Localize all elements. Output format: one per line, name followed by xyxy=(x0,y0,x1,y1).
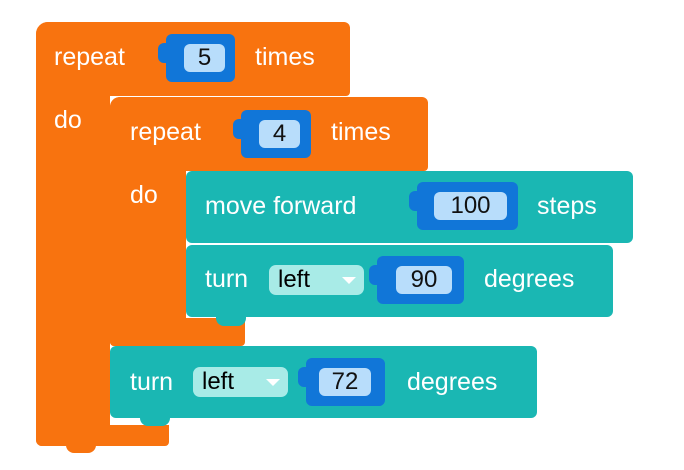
turn-outer-degrees-plug xyxy=(298,367,307,387)
dropdown-arrow-icon xyxy=(342,277,356,284)
inner-repeat-count-plug xyxy=(233,119,242,139)
outer-repeat-tab xyxy=(66,440,96,453)
turn-outer-label: turn xyxy=(130,368,174,396)
turn-outer-degrees-label: degrees xyxy=(407,368,498,396)
turn-left-block-outer[interactable]: turn left 72 degrees xyxy=(110,346,537,418)
turn-outer-bottom-tab xyxy=(140,414,170,426)
turn-inner-degrees-label: degrees xyxy=(484,265,575,293)
turn-inner-degrees-block[interactable]: 90 xyxy=(369,256,464,304)
inner-repeat-spine[interactable] xyxy=(110,97,186,346)
inner-repeat-count-block[interactable]: 4 xyxy=(233,110,311,158)
turn-inner-degrees-plug xyxy=(369,265,378,285)
turn-inner-degrees-field[interactable]: 90 xyxy=(396,266,452,294)
outer-repeat-bottom-bar[interactable] xyxy=(36,425,169,446)
move-forward-steps-label: steps xyxy=(537,192,597,220)
outer-repeat-do-label: do xyxy=(54,106,82,134)
turn-inner-direction-dropdown[interactable]: left xyxy=(269,265,364,295)
outer-repeat-spine[interactable] xyxy=(36,22,110,446)
outer-repeat-count-plug xyxy=(158,43,167,63)
outer-repeat-label: repeat xyxy=(54,43,125,71)
inner-repeat-do-label: do xyxy=(130,181,158,209)
inner-repeat-times-label: times xyxy=(331,118,391,146)
turn-outer-direction-value: left xyxy=(202,368,235,395)
move-forward-steps-field[interactable]: 100 xyxy=(434,192,507,220)
outer-repeat-count-block[interactable]: 5 xyxy=(158,34,235,82)
turn-outer-direction-dropdown[interactable]: left xyxy=(193,367,288,397)
dropdown-arrow-icon xyxy=(266,379,280,386)
outer-repeat-times-label: times xyxy=(255,43,315,71)
outer-repeat-count-field[interactable]: 5 xyxy=(184,44,225,72)
turn-inner-label: turn xyxy=(205,265,249,293)
turn-left-block-inner[interactable]: turn left 90 degrees xyxy=(186,245,613,317)
inner-repeat-label: repeat xyxy=(130,118,201,146)
move-forward-steps-block[interactable]: 100 xyxy=(409,182,518,230)
turn-outer-degrees-block[interactable]: 72 xyxy=(298,358,385,406)
move-forward-block[interactable]: move forward 100 steps xyxy=(186,171,633,243)
turn-inner-bottom-tab xyxy=(216,314,246,326)
turn-outer-degrees-field[interactable]: 72 xyxy=(319,368,371,396)
inner-repeat-count-field[interactable]: 4 xyxy=(259,120,300,148)
move-forward-label: move forward xyxy=(205,192,357,220)
move-forward-steps-plug xyxy=(409,191,418,211)
turn-inner-direction-value: left xyxy=(278,266,311,293)
